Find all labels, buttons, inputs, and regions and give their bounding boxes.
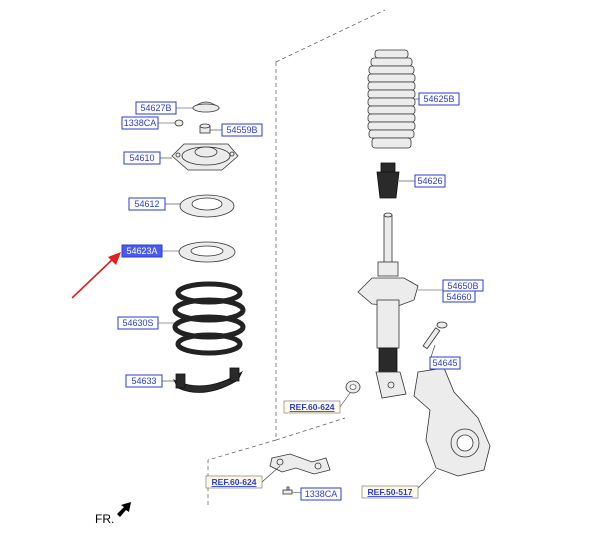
coil-spring-54630S-part: [172, 281, 246, 356]
label-54610[interactable]: 54610: [123, 151, 161, 165]
ref-60-624-lower-text: REF.60-624: [212, 477, 257, 487]
bearing-54612-part: [179, 194, 235, 218]
ref-50-517[interactable]: REF.50-517: [361, 485, 419, 499]
front-arrow-icon: [117, 502, 131, 517]
lower-pad-54633-part: [173, 367, 243, 393]
bracket-part: [269, 453, 331, 475]
label-1338CA-top-text: 1338CA: [124, 118, 157, 128]
label-54625B-text: 54625B: [423, 94, 454, 104]
label-54650B-text: 54650B: [447, 281, 478, 291]
cap-54627B-part: [191, 101, 221, 113]
fr-label: FR.: [95, 512, 114, 526]
assembly-outline-bottom: [275, 417, 346, 441]
label-1338CA-bottom-text: 1338CA: [305, 489, 338, 499]
label-54623A-text: 54623A: [126, 246, 157, 256]
label-54660[interactable]: 54660: [442, 290, 476, 303]
label-54627B[interactable]: 54627B: [135, 101, 177, 115]
label-54660-text: 54660: [446, 292, 471, 302]
nut-1338CA-part: [174, 119, 184, 127]
label-54633-text: 54633: [131, 376, 156, 386]
red-arrow-icon: [71, 252, 121, 299]
bolt-54645-part: [422, 321, 448, 350]
label-54626[interactable]: 54626: [414, 174, 446, 188]
label-54650B[interactable]: 54650B: [442, 279, 484, 292]
ref-60-624-upper-text: REF.60-624: [290, 402, 335, 412]
nut-54559B-part: [199, 123, 211, 134]
label-54645-text: 54645: [432, 358, 457, 368]
label-1338CA-top[interactable]: 1338CA: [121, 116, 159, 130]
label-54630S[interactable]: 54630S: [117, 316, 159, 330]
dust-boot-54625B-part: [367, 49, 416, 149]
label-54623A[interactable]: 54623A: [121, 244, 163, 258]
strut-body-54650B-part: [357, 261, 419, 399]
label-54625B[interactable]: 54625B: [418, 92, 460, 106]
label-54559B[interactable]: 54559B: [221, 123, 263, 137]
label-54626-text: 54626: [417, 176, 442, 186]
label-54645[interactable]: 54645: [429, 356, 461, 370]
screw-1338CA-part: [282, 486, 293, 495]
spring-pad-54623A-part: [178, 241, 236, 263]
ref-60-624-lower[interactable]: REF.60-624: [205, 475, 263, 489]
bump-stop-54626-part: [376, 162, 400, 199]
label-54612[interactable]: 54612: [128, 197, 166, 211]
label-1338CA-bottom[interactable]: 1338CA: [300, 487, 342, 501]
leader-lines: [158, 98, 443, 494]
label-54630S-text: 54630S: [122, 318, 153, 328]
label-54633[interactable]: 54633: [125, 374, 163, 388]
label-54559B-text: 54559B: [226, 125, 257, 135]
label-54612-text: 54612: [134, 199, 159, 209]
ref-60-624-upper[interactable]: REF.60-624: [283, 400, 341, 414]
assembly-outline-right: [275, 9, 386, 63]
strut-mount-54610-part: [171, 143, 239, 171]
shock-rod-part: [383, 212, 393, 264]
knuckle-part: [413, 367, 491, 477]
front-direction-indicator: FR.: [95, 502, 131, 526]
label-54627B-text: 54627B: [140, 103, 171, 113]
ref-50-517-text: REF.50-517: [368, 487, 413, 497]
nut-ref-part: [345, 380, 361, 394]
label-54610-text: 54610: [129, 153, 154, 163]
